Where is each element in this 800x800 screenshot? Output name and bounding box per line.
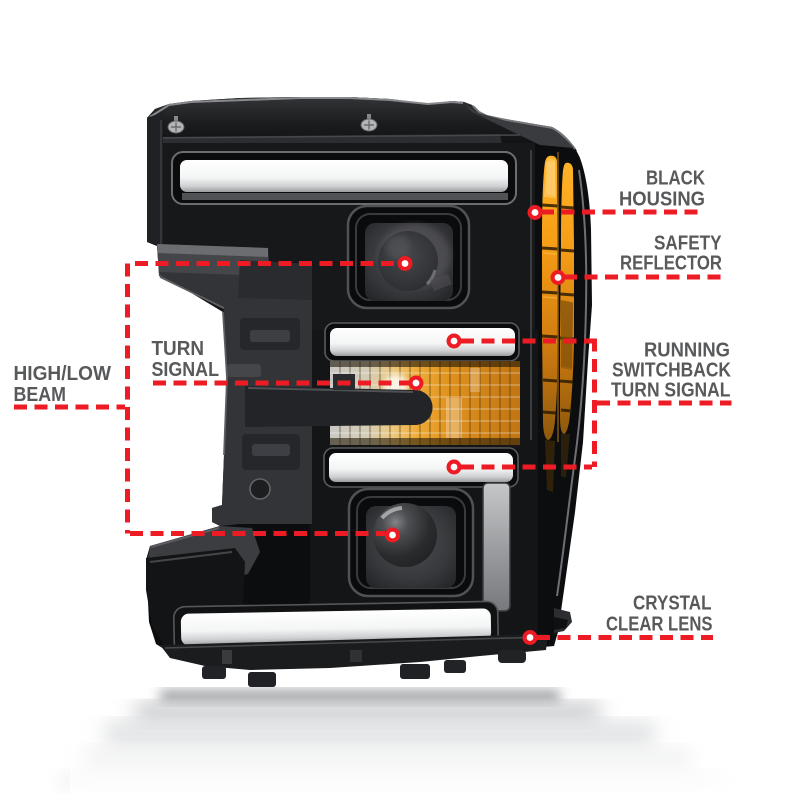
svg-text:CRYSTAL: CRYSTAL [633, 593, 712, 615]
svg-text:HIGH/LOW: HIGH/LOW [14, 363, 112, 385]
svg-text:CLEAR LENS: CLEAR LENS [606, 614, 713, 636]
svg-text:RUNNING: RUNNING [644, 340, 730, 362]
svg-text:TURN SIGNAL: TURN SIGNAL [611, 380, 731, 402]
svg-text:SWITCHBACK: SWITCHBACK [612, 360, 731, 382]
svg-text:SIGNAL: SIGNAL [152, 359, 220, 381]
svg-text:REFLECTOR: REFLECTOR [620, 253, 722, 275]
svg-text:SAFETY: SAFETY [654, 233, 722, 255]
svg-text:HOUSING: HOUSING [619, 189, 705, 211]
svg-text:TURN: TURN [152, 338, 205, 360]
svg-text:BEAM: BEAM [14, 384, 67, 406]
svg-text:BLACK: BLACK [646, 168, 705, 190]
